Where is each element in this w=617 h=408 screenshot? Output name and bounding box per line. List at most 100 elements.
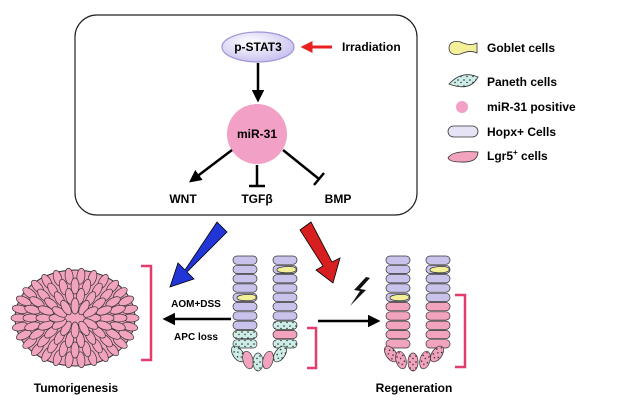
tumor-cell	[51, 306, 67, 318]
tumor-cell	[64, 267, 74, 285]
center-crypt	[232, 255, 298, 349]
tumor-bracket	[141, 264, 153, 362]
tumor-cell	[78, 320, 90, 336]
injury-apc-label: APC loss	[174, 332, 218, 343]
tumor-cell	[60, 300, 72, 316]
target-tgfb: TGFβ	[241, 192, 272, 206]
legend-hopx-label: Hopx+ Cells	[487, 125, 556, 139]
legend-hopx-icon	[447, 125, 479, 138]
center-crypt-bracket	[307, 326, 318, 370]
paneth-cell	[232, 339, 258, 349]
regeneration-label: Regeneration	[376, 381, 453, 395]
hopx-cell	[232, 255, 258, 265]
goblet-cell	[276, 266, 297, 274]
crypt-base-cell	[407, 352, 419, 372]
center-crypt-base	[231, 345, 287, 372]
legend-mir31-label: miR-31 positive	[487, 100, 576, 114]
hopx-cell	[385, 255, 411, 265]
irradiation-label: Irradiation	[342, 40, 401, 54]
crypt-base-cell	[262, 350, 274, 370]
regeneration-bracket	[455, 293, 467, 369]
hopx-cell	[425, 255, 451, 265]
lightning-bolt-icon	[350, 277, 370, 306]
legend-mir31-icon	[456, 101, 468, 113]
hopx-cell	[232, 264, 258, 274]
tumor-cell	[76, 351, 86, 369]
legend-lgr5-sup: +	[513, 148, 518, 157]
injury-aomdss-label: AOM+DSS	[171, 299, 221, 310]
hopx-cell	[272, 274, 298, 284]
hopx-cell	[385, 274, 411, 284]
lgr5-cell	[272, 330, 298, 340]
hopx-cell	[425, 283, 451, 293]
tumor-cell	[118, 329, 135, 341]
hopx-cell	[232, 274, 258, 284]
crypt-base-cell	[430, 345, 444, 363]
goblet-cell	[389, 294, 410, 302]
tumor-cell	[70, 277, 80, 295]
hopx-cell	[272, 255, 298, 265]
tumor-cell	[96, 320, 113, 331]
legend-lgr5-tail: cells	[518, 149, 548, 163]
red-arrow-to-regeneration	[299, 221, 341, 284]
hopx-cell	[385, 264, 411, 274]
tumor-cell	[83, 318, 99, 330]
tumor-cell	[70, 341, 80, 359]
crypt-base-cell	[395, 350, 407, 370]
mir31-bmp-inhibit-line	[282, 149, 320, 180]
goblet-cell	[429, 266, 450, 274]
mir31-label: miR-31	[237, 127, 277, 141]
hopx-cell	[232, 283, 258, 293]
goblet-cell	[236, 294, 257, 302]
lgr5-cell	[425, 330, 451, 340]
hopx-cell	[425, 274, 451, 284]
tumor-cell	[70, 297, 80, 315]
crypt-base-cell	[419, 350, 431, 370]
lgr5-cell	[385, 311, 411, 321]
tumorigenesis-label: Tumorigenesis	[34, 381, 119, 395]
paneth-cell	[232, 330, 258, 340]
hopx-cell	[232, 311, 258, 321]
pstat3-node	[221, 31, 295, 63]
legend: Goblet cells Paneth cells miR-31 positiv…	[447, 41, 576, 163]
crypt-base-cell	[252, 352, 264, 372]
lgr5-cell	[425, 311, 451, 321]
hopx-cell	[425, 292, 451, 302]
legend-lgr5-label: Lgr5+ cells	[487, 148, 548, 163]
mir31-node	[227, 104, 287, 164]
hopx-cell	[272, 302, 298, 312]
legend-paneth-icon	[448, 74, 479, 88]
pstat3-label: p-STAT3	[234, 40, 282, 54]
blue-arrow-to-tumorigenesis	[169, 221, 228, 288]
crypt-base-cell	[273, 345, 287, 363]
tumor-cell	[96, 305, 113, 316]
tumor-cell	[76, 267, 86, 285]
target-bmp: BMP	[325, 192, 352, 206]
regeneration-crypt	[385, 255, 451, 349]
lgr5-cell	[385, 320, 411, 330]
lgr5-cell	[425, 302, 451, 312]
legend-lgr5-icon	[447, 151, 479, 163]
tumor-cell	[15, 329, 32, 341]
tumor-cell	[15, 295, 32, 307]
target-wnt: WNT	[169, 192, 197, 206]
tumor-cell	[70, 321, 80, 339]
hopx-cell	[272, 283, 298, 293]
tumor-cell	[83, 306, 99, 318]
legend-goblet-icon	[448, 41, 478, 55]
crypt-base-cell	[242, 350, 254, 370]
lgr5-cell	[385, 302, 411, 312]
tumor-cell	[118, 295, 135, 307]
legend-goblet-label: Goblet cells	[487, 41, 555, 55]
hopx-cell	[232, 302, 258, 312]
hopx-cell	[272, 311, 298, 321]
mir31-to-wnt-arrow	[189, 149, 233, 183]
hopx-cell	[385, 283, 411, 293]
lgr5-cell	[385, 339, 411, 349]
tumor-mass	[10, 267, 140, 369]
lgr5-cell	[425, 320, 451, 330]
regeneration-crypt-base	[384, 345, 444, 372]
legend-paneth-label: Paneth cells	[487, 75, 557, 89]
legend-lgr5-main: Lgr5	[487, 149, 513, 163]
